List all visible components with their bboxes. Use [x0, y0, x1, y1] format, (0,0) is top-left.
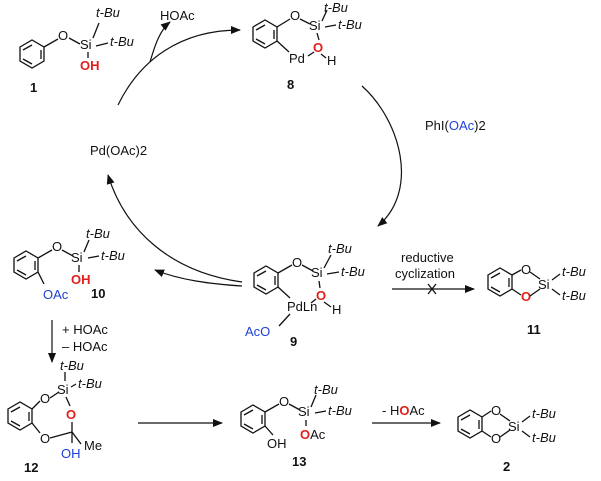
oxygen-label: O	[52, 239, 62, 254]
cycle-arrow-8-to-9	[361, 85, 402, 227]
catalytic-cycle	[106, 21, 402, 287]
minus-o-text: O	[399, 403, 409, 418]
oxygen-label: O	[279, 394, 289, 409]
oxygen-label: O	[491, 431, 501, 446]
compound-10: O Si t-Bu t-Bu OH OAc 10	[13, 226, 125, 302]
compound-number: 8	[287, 77, 294, 92]
acetoxy-label: AcO	[245, 324, 270, 339]
tbu-label: t-Bu	[314, 382, 338, 397]
cross-mark-icon	[427, 283, 437, 295]
hydrogen-label: H	[327, 53, 336, 68]
tbu-label: t-Bu	[86, 226, 110, 241]
oxidant-suffix: )2	[474, 118, 486, 133]
hydroxyl-label: OH	[80, 58, 100, 73]
oxygen-label: O	[290, 8, 300, 23]
final-cyclization-step: - HOAc	[372, 403, 441, 427]
minus-h-text: - H	[382, 403, 399, 418]
oxidant-prefix: PhI(	[425, 118, 450, 133]
reductive-cyclization-step: reductive cyclization	[392, 250, 475, 295]
minus-hoac-label: - HOAc	[382, 403, 425, 418]
acetoxy-label: OAc	[300, 427, 326, 442]
acid-equilibrium-step: + HOAc – HOAc	[48, 320, 108, 363]
add-hoac-label: + HOAc	[62, 322, 108, 337]
tbu-label: t-Bu	[60, 358, 84, 373]
acetoxy-label: OAc	[43, 287, 69, 302]
silicon-label: Si	[80, 37, 92, 52]
oxygen-label: O	[521, 262, 531, 277]
tbu-label: t-Bu	[532, 406, 556, 421]
acetoxy-ac: Ac	[310, 427, 326, 442]
palladium-label: Pd	[289, 51, 305, 66]
compound-number: 2	[503, 459, 510, 474]
silicon-label: Si	[538, 277, 550, 292]
tbu-label: t-Bu	[78, 376, 102, 391]
oxygen-label: O	[40, 431, 50, 446]
tbu-label: t-Bu	[341, 264, 365, 279]
tbu-label: t-Bu	[562, 264, 586, 279]
compound-11: O O Si t-Bu t-Bu 11	[487, 262, 586, 337]
hydroxyl-label: OH	[61, 446, 81, 461]
silicon-label: Si	[309, 18, 321, 33]
oxidant-label: PhI(OAc)2	[425, 118, 486, 133]
compound-number: 13	[292, 454, 306, 469]
compound-number: 12	[24, 460, 38, 475]
tbu-label: t-Bu	[562, 288, 586, 303]
oxygen-label: O	[491, 403, 501, 418]
compound-12: O O Si t-Bu t-Bu O Me OH 12	[7, 358, 102, 475]
cyclization-label: cyclization	[395, 266, 455, 281]
oxygen-label: O	[40, 391, 50, 406]
compound-13: O Si t-Bu t-Bu OAc OH 13	[240, 382, 352, 469]
hoac-release-arrow	[149, 21, 171, 63]
compound-1: O Si t-Bu t-Bu OH 1	[19, 5, 134, 95]
compound-8: O Si t-Bu t-Bu O H Pd 8	[252, 0, 362, 92]
pd-catalyst-label: Pd(OAc)2	[90, 143, 147, 158]
tbu-label: t-Bu	[324, 0, 348, 15]
tbu-label: t-Bu	[110, 34, 134, 49]
hydroxyl-label: OH	[267, 436, 287, 451]
tbu-label: t-Bu	[101, 248, 125, 263]
compound-2: O O Si t-Bu t-Bu 2	[457, 403, 556, 474]
cycle-arrow-9-to-pd	[106, 174, 243, 283]
cycle-arrow-1-to-8	[117, 26, 241, 106]
palladium-ligand-label: PdLn	[287, 299, 317, 314]
tbu-label: t-Bu	[328, 241, 352, 256]
silicon-label: Si	[508, 419, 520, 434]
silicon-label: Si	[71, 250, 83, 265]
compound-number: 11	[527, 322, 541, 337]
oxygen-label: O	[316, 288, 326, 303]
reductive-label: reductive	[401, 250, 454, 265]
cycle-arrow-9-to-10	[154, 269, 243, 287]
oxygen-label: O	[292, 255, 302, 270]
silicon-label: Si	[57, 382, 69, 397]
oxygen-label: O	[66, 407, 76, 422]
silicon-label: Si	[311, 265, 323, 280]
oxygen-label: O	[58, 28, 68, 43]
oxygen-label: O	[313, 40, 323, 55]
compound-9: O Si t-Bu t-Bu O H PdLn AcO 9	[245, 241, 365, 349]
minus-ac-text: Ac	[409, 403, 425, 418]
methyl-label: Me	[84, 438, 102, 453]
tbu-label: t-Bu	[328, 403, 352, 418]
pd-catalyst-text: Pd(OAc)2	[90, 143, 147, 158]
compound-number: 10	[91, 286, 105, 301]
oxidant-acetate: OAc	[449, 118, 475, 133]
compound-number: 9	[290, 334, 297, 349]
tbu-label: t-Bu	[532, 430, 556, 445]
acetoxy-oxygen: O	[300, 427, 310, 442]
hoac-byproduct-label: HOAc	[160, 8, 195, 23]
hydroxyl-label: OH	[71, 272, 91, 287]
oxygen-label: O	[521, 289, 531, 304]
silicon-label: Si	[298, 404, 310, 419]
tbu-label: t-Bu	[96, 5, 120, 20]
compound-number: 1	[30, 80, 37, 95]
remove-hoac-label: – HOAc	[62, 339, 108, 354]
hydrogen-label: H	[332, 302, 341, 317]
tbu-label: t-Bu	[338, 17, 362, 32]
